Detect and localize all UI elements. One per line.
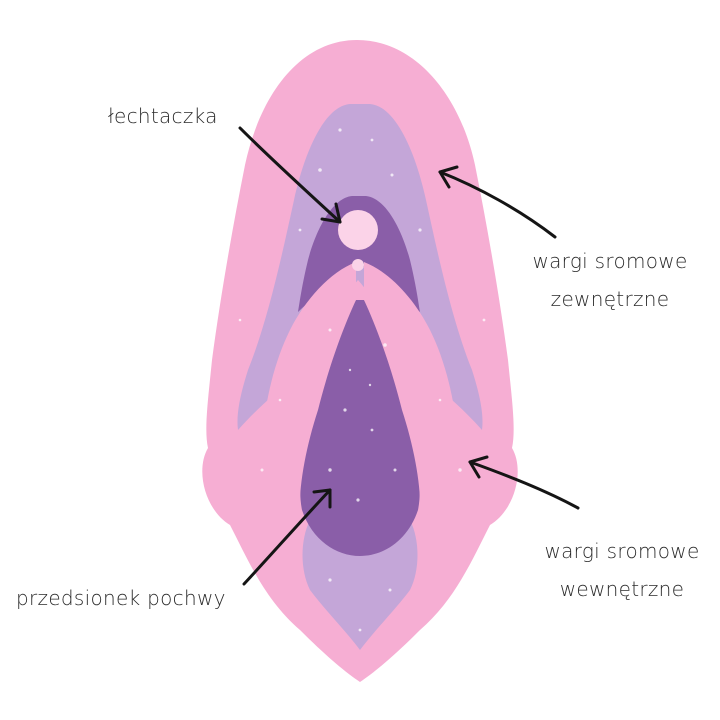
label-inner-labia-line2: wewnętrzne [559,577,685,601]
label-inner-labia: wargi sromowe wewnętrzne [534,532,710,608]
label-outer-labia: wargi sromowe zewnętrzne [522,242,698,318]
label-vestibule: przedsionek pochwy [16,586,226,610]
label-clitoris: łechtaczka [108,104,218,128]
arrows [238,126,580,586]
lower-lavender-shape [302,520,418,650]
label-outer-labia-line1: wargi sromowe [532,249,688,273]
arrow-clitoris [238,126,342,224]
label-outer-labia-line2: zewnętrzne [550,287,670,311]
urethra-dot [352,259,364,271]
arrow-vestibule [242,488,332,586]
label-inner-labia-line1: wargi sromowe [544,539,700,563]
clitoris-shape [338,210,378,250]
speckle-texture [238,128,486,632]
arrow-outer-labia [438,165,557,239]
arrow-inner-labia [468,455,580,510]
inner-labia-right [364,262,459,520]
inner-labia-left [261,262,356,520]
